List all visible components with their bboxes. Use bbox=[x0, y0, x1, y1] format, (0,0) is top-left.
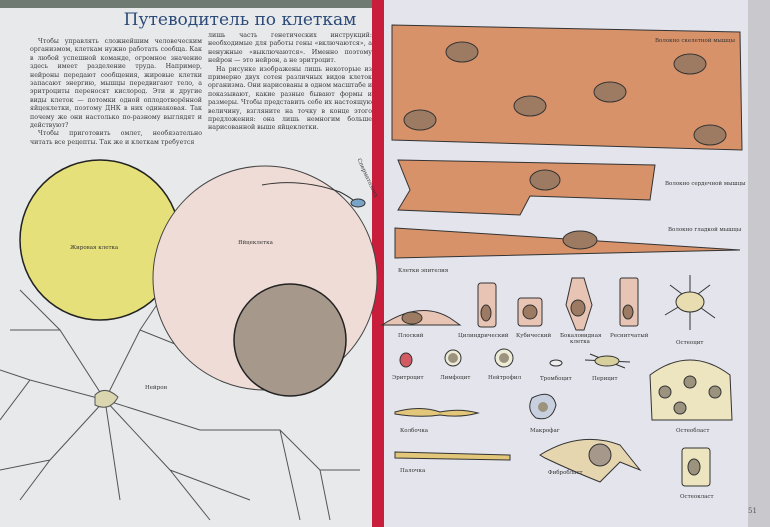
platelet bbox=[549, 359, 563, 367]
neuron-illustration bbox=[0, 289, 360, 521]
cone-cell bbox=[394, 408, 480, 417]
cardiac-muscle-fiber bbox=[397, 159, 656, 216]
rod-cell bbox=[394, 451, 511, 461]
book-spine bbox=[372, 0, 384, 527]
label-epithelium: Клетки эпителия bbox=[398, 268, 449, 274]
label-neuron: Нейрон bbox=[145, 385, 168, 391]
label-erythrocyte: Эритроцит bbox=[392, 375, 424, 381]
fibroblast bbox=[539, 438, 642, 483]
paragraph: лишь часть генетических инструкций: необ… bbox=[208, 32, 372, 65]
page-title: Путеводитель по клеткам bbox=[123, 10, 357, 30]
label-egg-cell: Яйцеклетка bbox=[238, 240, 273, 246]
label-rod: Палочка bbox=[400, 468, 426, 474]
label-squamous: Плоский bbox=[398, 333, 424, 339]
label-osteocyte: Остеоцит bbox=[676, 340, 704, 346]
label-macrophage: Макрофаг bbox=[530, 428, 560, 434]
sperm-cell bbox=[350, 198, 366, 208]
label-platelet: Тромбоцит bbox=[540, 376, 572, 382]
paragraph: На рисунке изображены лишь некоторые из … bbox=[208, 65, 373, 132]
label-cardiac: Волокно сердечной мышцы bbox=[665, 181, 746, 187]
label-fat-cell: Жировая клетка bbox=[70, 245, 119, 251]
egg-nucleus bbox=[233, 283, 347, 397]
page-number: 51 bbox=[748, 507, 757, 515]
osteoblast bbox=[649, 359, 733, 421]
label-neutrophil: Нейтрофил bbox=[488, 375, 522, 381]
label-ciliated: Реснитчатый bbox=[610, 333, 649, 339]
label-goblet: Бокаловидная клетка bbox=[560, 333, 602, 345]
page-edges bbox=[748, 0, 770, 527]
label-cone: Колбочка bbox=[400, 428, 429, 434]
osteocyte bbox=[664, 275, 716, 330]
label-smooth: Волокно гладкой мышцы bbox=[668, 227, 742, 233]
label-columnar: Цилиндрический bbox=[458, 333, 509, 339]
label-osteoclast: Остеокласт bbox=[680, 494, 714, 500]
intro-column-2: лишь часть генетических инструкций: необ… bbox=[208, 32, 372, 133]
label-skeletal: Волокно скелетной мышцы bbox=[655, 38, 735, 44]
paragraph: Чтобы приготовить омлет, необязательно ч… bbox=[30, 130, 202, 146]
paragraph: Чтобы управлять сложнейшим человеческим … bbox=[30, 38, 202, 130]
intro-column-1: Чтобы управлять сложнейшим человеческим … bbox=[30, 38, 202, 147]
label-pericyte: Перицит bbox=[592, 376, 618, 382]
label-fibroblast: Фибробласт bbox=[548, 470, 583, 476]
erythrocyte bbox=[399, 352, 413, 368]
skeletal-muscle-fiber bbox=[391, 24, 743, 151]
label-cuboidal: Кубический bbox=[516, 333, 552, 339]
pericyte bbox=[584, 353, 631, 369]
label-lymphocyte: Лимфоцит bbox=[440, 375, 471, 381]
label-osteoblast: Остеобласт bbox=[676, 428, 710, 434]
